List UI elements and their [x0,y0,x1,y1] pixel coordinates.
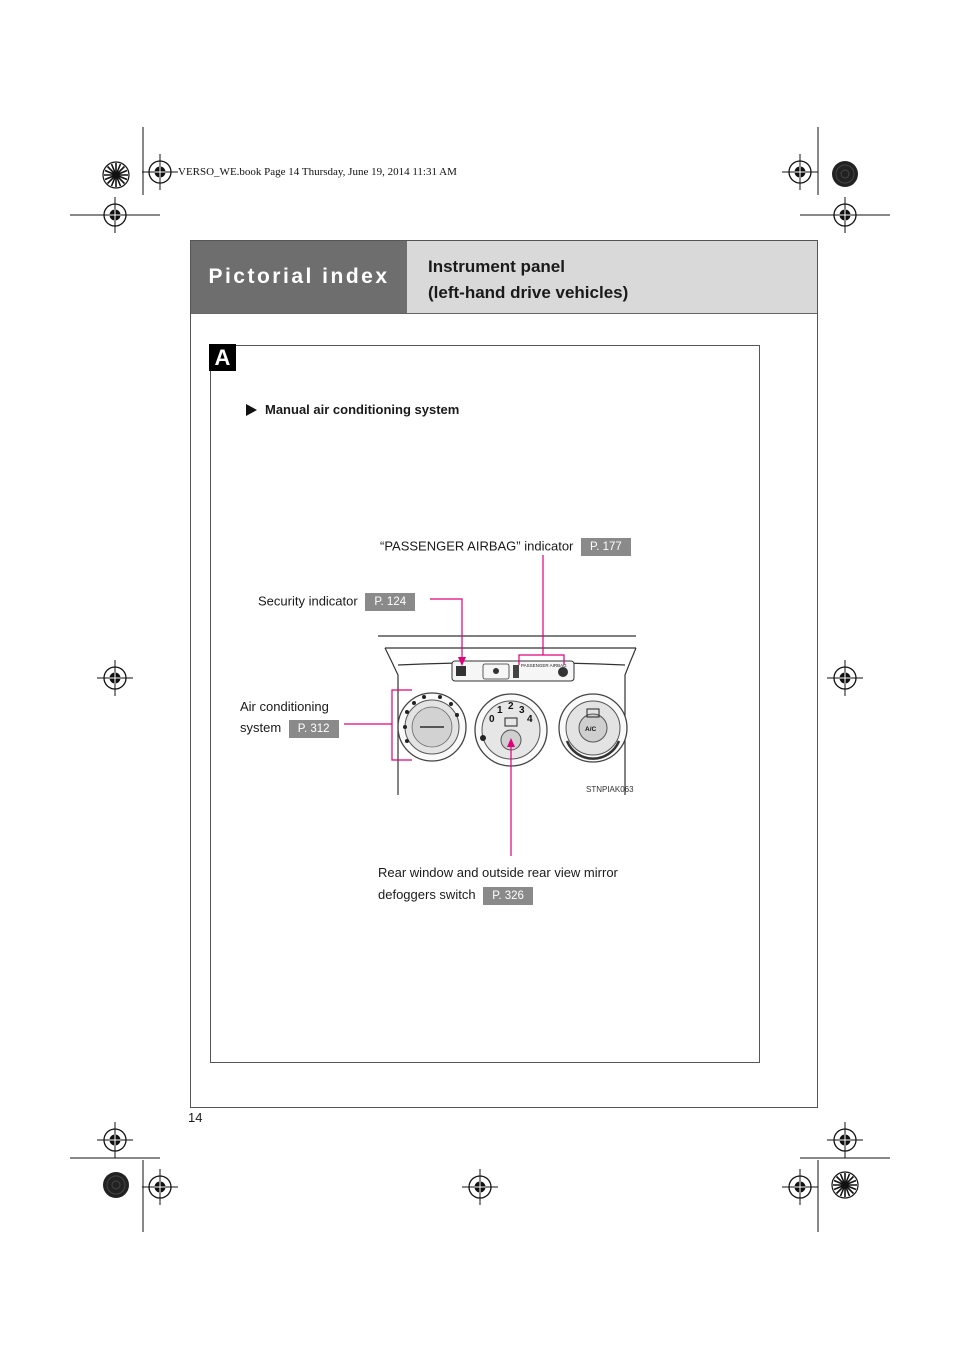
fan-knob [474,693,548,767]
content-box [210,345,760,1063]
section-marker: A [209,344,236,371]
sub-heading: Manual air conditioning system [246,402,459,417]
ac-button-label: A/C [585,726,597,733]
callout-label-line2: defoggers switch [378,887,476,902]
fan-speed-2: 2 [508,701,514,712]
figure-code: STNPIAK063 [586,785,634,794]
callout-label-line2: system [240,720,282,735]
callout-air-conditioning: Air conditioning system P. 312 [240,696,339,738]
page-ref-link[interactable]: P. 312 [288,719,339,738]
callout-label-line1: Rear window and outside rear view mirror [378,865,618,880]
page-ref-link[interactable]: P. 124 [365,593,416,611]
page-title-line2: (left-hand drive vehicles) [428,283,629,302]
fan-icon [480,735,486,741]
indicator-strip [451,660,575,682]
callout-security: Security indicator P. 124 [258,593,416,611]
fan-speed-4: 4 [527,714,533,725]
page-frame [190,240,818,1108]
section-tab: Pictorial index [191,241,407,313]
sub-heading-text: Manual air conditioning system [265,402,460,417]
callout-defogger: Rear window and outside rear view mirror… [378,862,618,906]
temperature-knob [397,692,467,762]
page-ref-link[interactable]: P. 177 [581,538,631,556]
panel-airbag-text: PASSENGER AIRBAG [521,663,567,668]
fan-speed-0: 0 [489,714,495,725]
page-ref-link[interactable]: P. 326 [483,886,533,905]
page-title-line1: Instrument panel [428,257,565,276]
callout-label-line1: Air conditioning [240,699,329,714]
fan-speed-1: 1 [497,705,503,716]
callout-label: Security indicator [258,593,358,609]
callout-passenger-airbag: “PASSENGER AIRBAG” indicator P. 177 [380,538,631,556]
callout-lines [344,555,565,856]
page-number: 14 [188,1110,203,1125]
print-info: VERSO_WE.book Page 14 Thursday, June 19,… [178,166,457,178]
airflow-knob [558,693,628,763]
page-title: Instrument panel (left-hand drive vehicl… [428,254,628,306]
arrow-right-icon [246,403,257,416]
callout-label: “PASSENGER AIRBAG” indicator [380,538,574,554]
fan-speed-3: 3 [519,705,525,716]
